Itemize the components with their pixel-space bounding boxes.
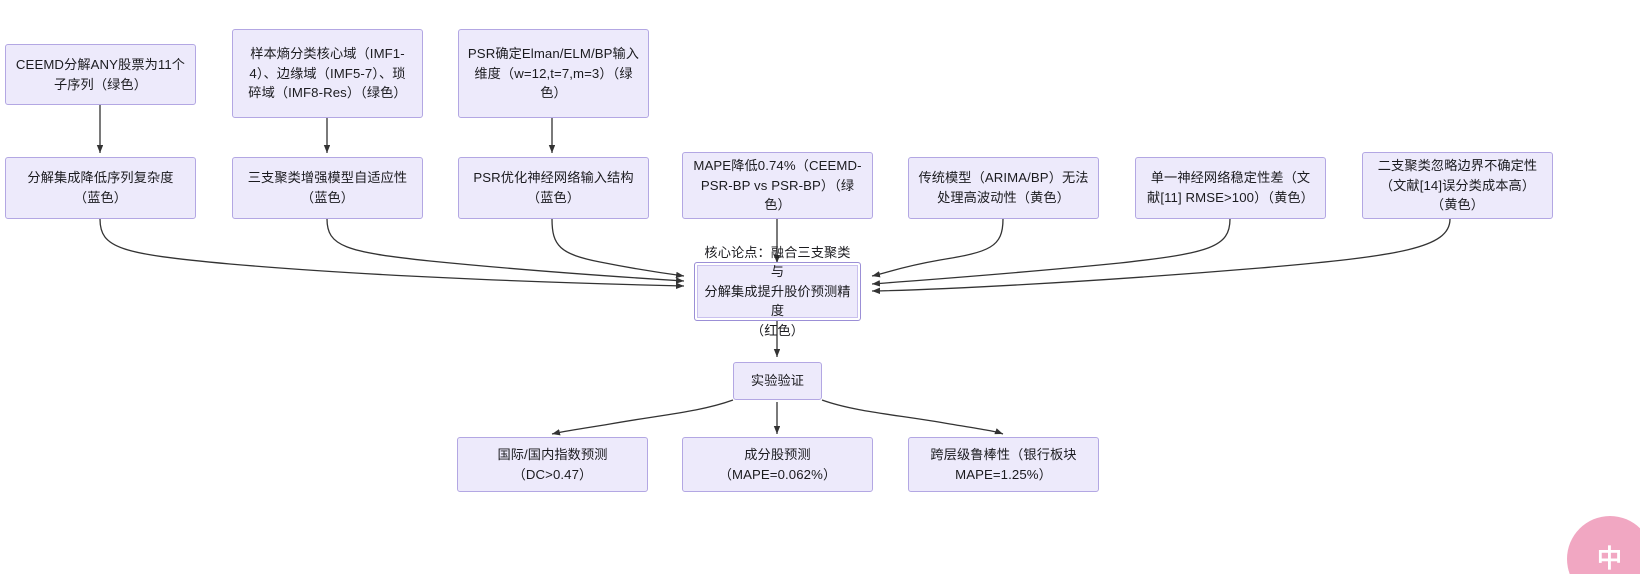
node-three-way-adaptive-label: 三支聚类增强模型自适应性 （蓝色） bbox=[247, 170, 408, 205]
node-psr-dimension[interactable]: PSR确定Elman/ELM/BP输入 维度（w=12,t=7,m=3）（绿 色… bbox=[458, 29, 649, 118]
node-traditional-model-label: 传统模型（ARIMA/BP）无法 处理高波动性（黄色） bbox=[918, 170, 1089, 205]
node-single-network-label: 单一神经网络稳定性差（文 献[11] RMSE>100）（黄色） bbox=[1147, 170, 1314, 205]
node-sample-entropy-label: 样本熵分类核心域（IMF1- 4）、边缘域（IMF5-7）、琐 碎域（IMF8-… bbox=[248, 46, 407, 101]
edge-experiment-to-robust bbox=[821, 399, 1004, 435]
node-psr-optimize-label: PSR优化神经网络输入结构 （蓝色） bbox=[473, 170, 634, 205]
edge-twoway-to-core bbox=[871, 218, 1451, 295]
edge-single-to-core bbox=[871, 218, 1231, 287]
edge-experiment-to-index bbox=[551, 399, 734, 436]
node-ceemd-decompose-label: CEEMD分解ANY股票为11个 子序列（绿色） bbox=[15, 56, 186, 92]
node-three-way-adaptive[interactable]: 三支聚类增强模型自适应性 （蓝色） bbox=[232, 157, 423, 219]
node-sample-entropy[interactable]: 样本熵分类核心域（IMF1- 4）、边缘域（IMF5-7）、琐 碎域（IMF8-… bbox=[232, 29, 423, 118]
node-experiment-label: 实验验证 bbox=[750, 373, 805, 389]
node-decompose-complexity[interactable]: 分解集成降低序列复杂度 （蓝色） bbox=[5, 157, 196, 219]
node-component-forecast-label: 成分股预测 （MAPE=0.062%） bbox=[718, 446, 837, 482]
node-mape-reduction[interactable]: MAPE降低0.74%（CEEMD- PSR-BP vs PSR-BP）（绿 色… bbox=[682, 152, 873, 219]
node-two-way-cluster-label: 二支聚类忽略边界不确定性 （文献[14]误分类成本高） （黄色） bbox=[1377, 158, 1538, 213]
node-experiment[interactable]: 实验验证 bbox=[733, 362, 822, 400]
node-psr-optimize[interactable]: PSR优化神经网络输入结构 （蓝色） bbox=[458, 157, 649, 219]
node-single-network[interactable]: 单一神经网络稳定性差（文 献[11] RMSE>100）（黄色） bbox=[1135, 157, 1326, 219]
edge-optimize-to-core bbox=[551, 218, 685, 279]
node-index-forecast[interactable]: 国际/国内指数预测 （DC>0.47） bbox=[457, 437, 648, 492]
node-ceemd-decompose[interactable]: CEEMD分解ANY股票为11个 子序列（绿色） bbox=[5, 44, 196, 105]
watermark-text: 中 bbox=[1596, 545, 1623, 573]
node-index-forecast-label: 国际/国内指数预测 （DC>0.47） bbox=[497, 446, 608, 482]
edge-complexity-to-core bbox=[99, 218, 685, 290]
node-component-forecast[interactable]: 成分股预测 （MAPE=0.062%） bbox=[682, 437, 873, 492]
node-cross-level-robust[interactable]: 跨层级鲁棒性（银行板块 MAPE=1.25%） bbox=[908, 437, 1099, 492]
node-cross-level-robust-label: 跨层级鲁棒性（银行板块 MAPE=1.25%） bbox=[930, 446, 1077, 482]
edge-threeway-to-core bbox=[326, 218, 685, 284]
node-traditional-model[interactable]: 传统模型（ARIMA/BP）无法 处理高波动性（黄色） bbox=[908, 157, 1099, 219]
node-core-claim[interactable]: 核心论点：融合三支聚类与 分解集成提升股价预测精度 （红色） bbox=[694, 245, 861, 338]
node-psr-dimension-label: PSR确定Elman/ELM/BP输入 维度（w=12,t=7,m=3）（绿 色… bbox=[467, 46, 640, 101]
node-two-way-cluster[interactable]: 二支聚类忽略边界不确定性 （文献[14]误分类成本高） （黄色） bbox=[1362, 152, 1553, 219]
edge-traditional-to-core bbox=[871, 218, 1004, 278]
node-mape-reduction-label: MAPE降低0.74%（CEEMD- PSR-BP vs PSR-BP）（绿 色… bbox=[693, 158, 862, 213]
node-core-claim-label: 核心论点：融合三支聚类与 分解集成提升股价预测精度 （红色） bbox=[704, 244, 851, 338]
watermark-badge: 中 bbox=[1567, 516, 1640, 574]
node-decompose-complexity-label: 分解集成降低序列复杂度 （蓝色） bbox=[27, 170, 174, 205]
